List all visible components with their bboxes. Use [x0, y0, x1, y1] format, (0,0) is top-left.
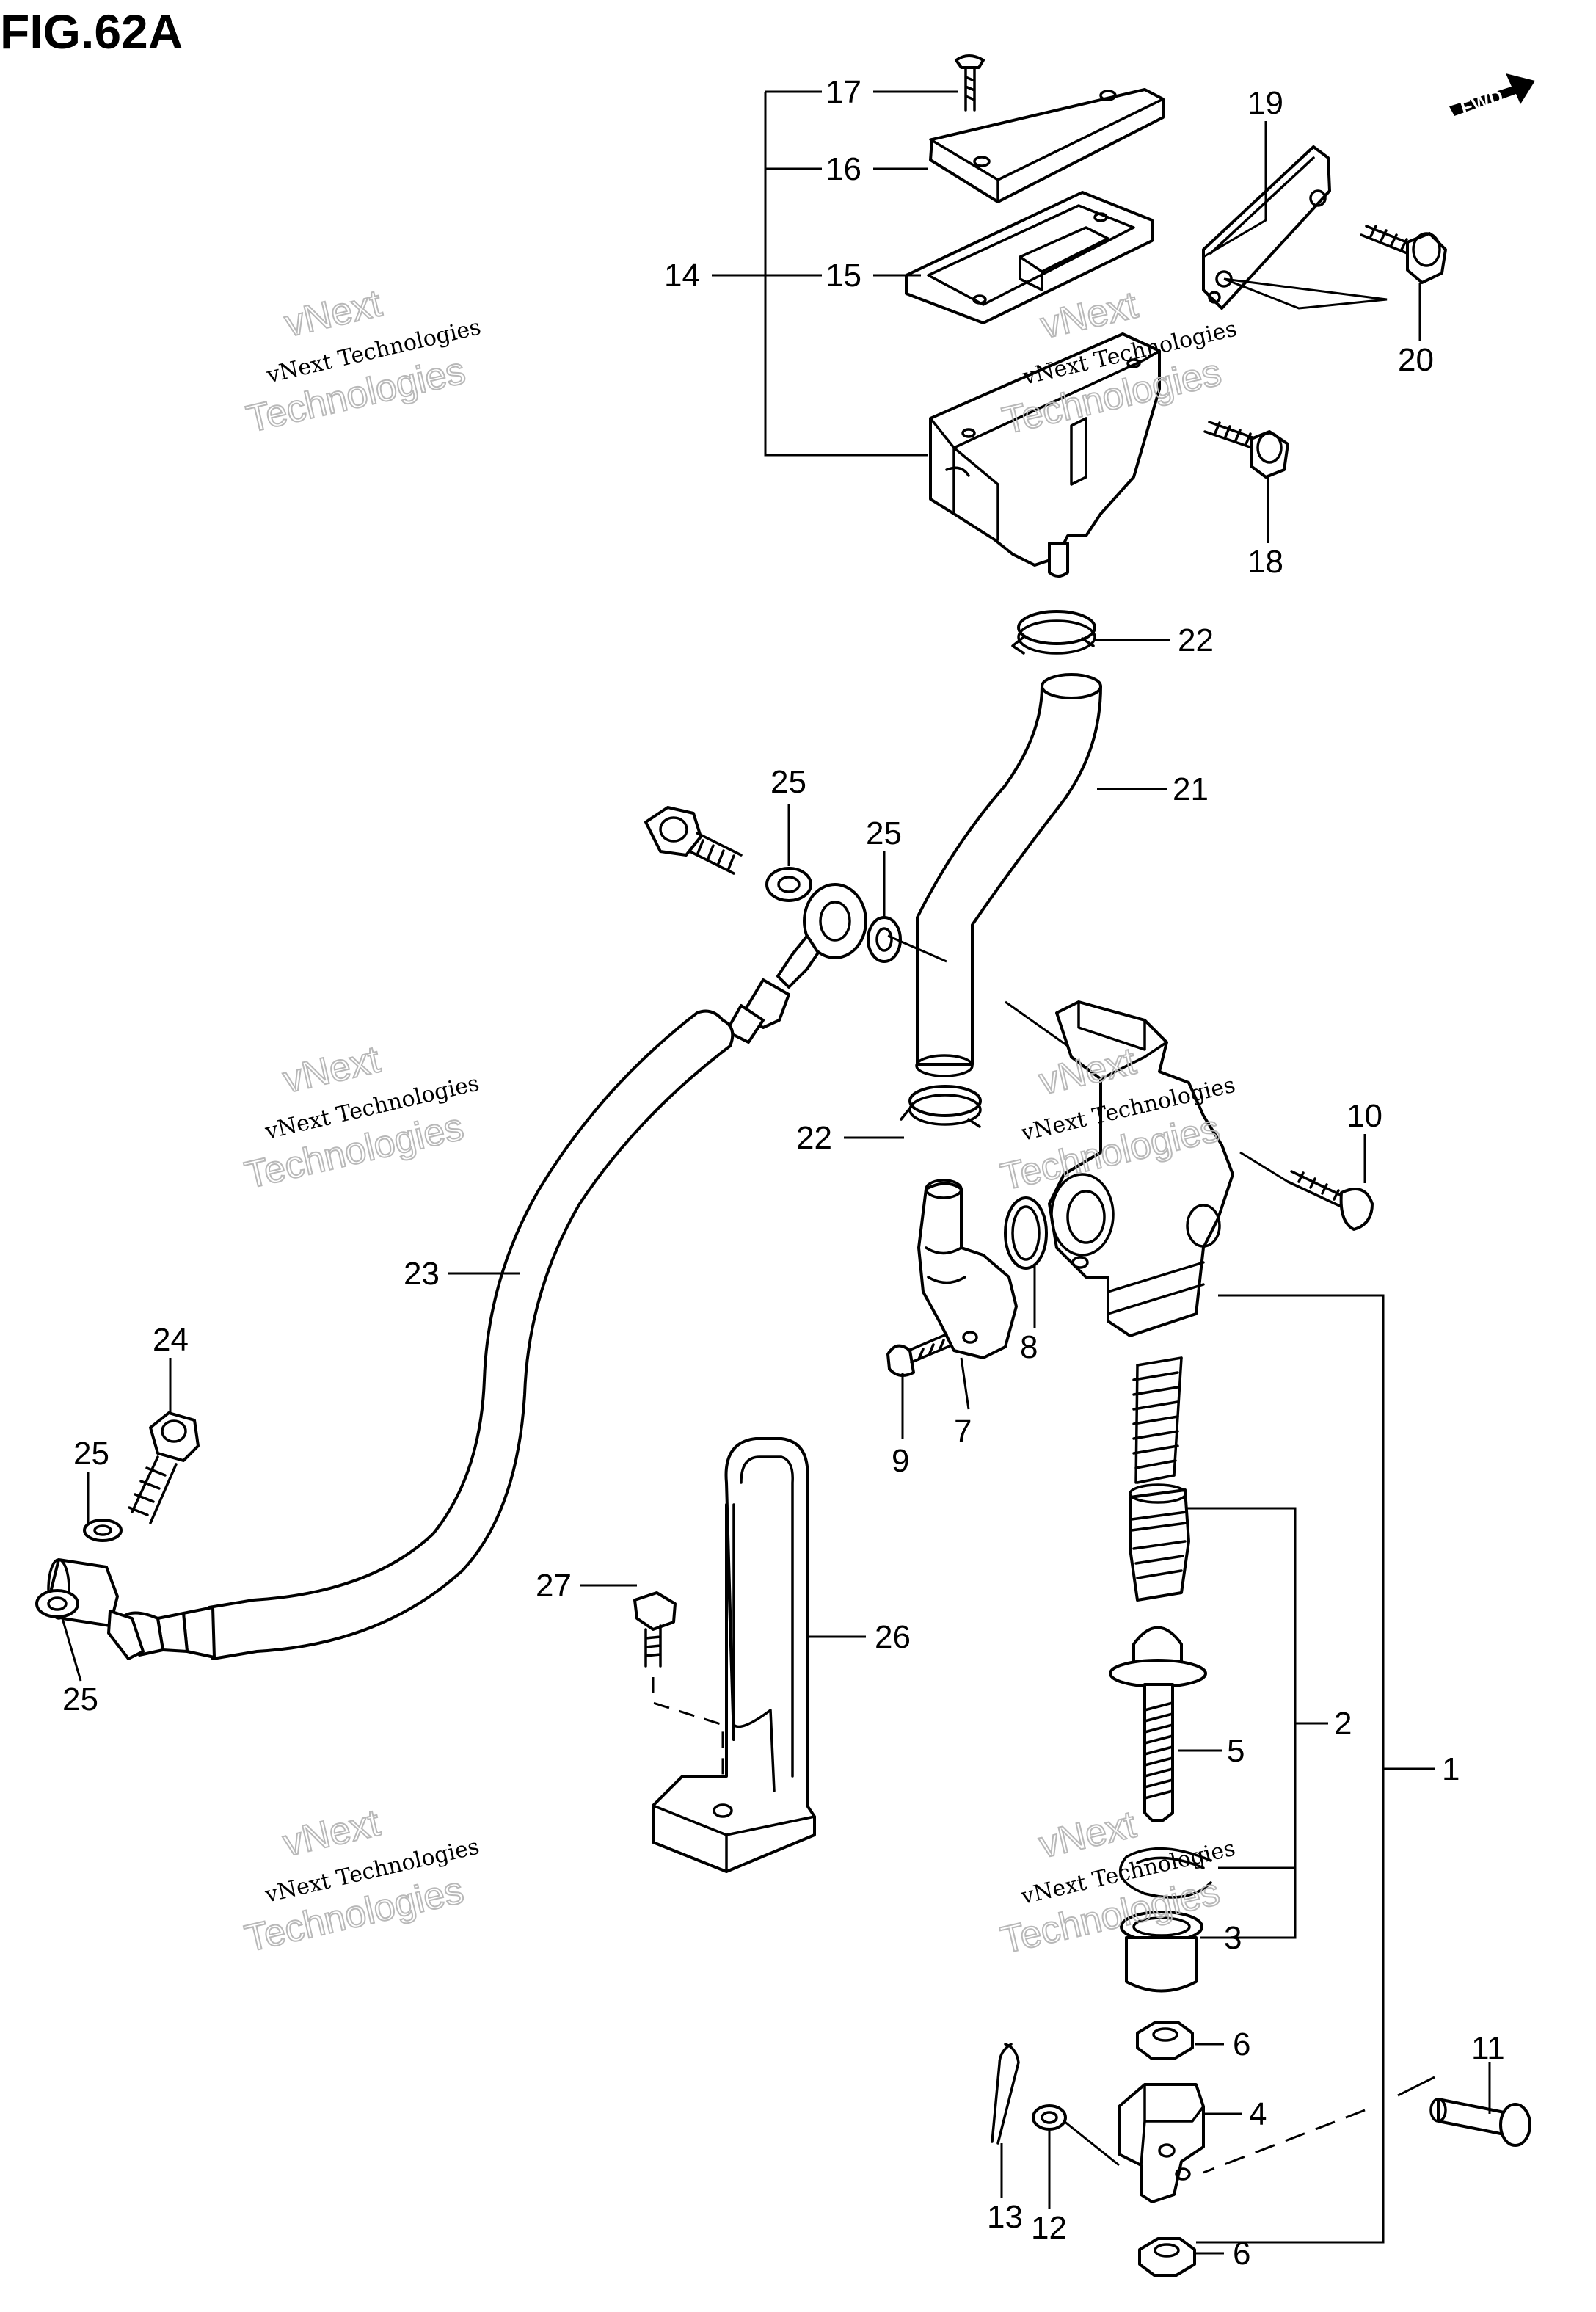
- svg-text:vNext: vNext: [1035, 1803, 1140, 1867]
- callout-5: 5: [1227, 1733, 1245, 1769]
- callout-1: 1: [1442, 1751, 1460, 1787]
- hose-guard: [652, 1437, 816, 1873]
- callout-17: 17: [826, 74, 861, 110]
- callout-7: 7: [954, 1414, 972, 1450]
- callout-12: 12: [1031, 2210, 1067, 2246]
- clevis-pin: [1429, 2098, 1531, 2147]
- lock-nut-lower: [1138, 2237, 1196, 2277]
- callout-9: 9: [892, 1443, 909, 1479]
- callout-2: 2: [1334, 1706, 1352, 1742]
- watermark-1: vNext vNext Technologies Technologies: [242, 281, 484, 442]
- callout-25-c: 25: [73, 1436, 109, 1472]
- banjo-bolt-lower: [128, 1411, 200, 1524]
- lock-nut-upper: [1136, 2021, 1194, 2060]
- callout-19: 19: [1247, 85, 1283, 121]
- cotter-pin: [991, 2043, 1020, 2145]
- hose-elbow-fitting: [917, 1179, 1018, 1359]
- master-cylinder-body: [1048, 1000, 1234, 1337]
- callout-24: 24: [153, 1322, 189, 1358]
- reservoir-mount-bolt: [1203, 421, 1289, 479]
- callout-labels: 17 16 15 14 19 20 18 22 21 25 25 22 10 2…: [62, 74, 1505, 2272]
- reservoir-diaphragm: [905, 191, 1154, 324]
- hose-clamp-upper: [1011, 610, 1096, 655]
- reservoir-hose: [915, 673, 1102, 1077]
- callout-25-a: 25: [770, 764, 806, 800]
- callout-22-upper: 22: [1178, 622, 1214, 658]
- sealing-washer-a: [765, 867, 812, 902]
- cylinder-mount-bolt: [1286, 1170, 1374, 1231]
- leader-lines: [61, 90, 1491, 2255]
- svg-text:vNext: vNext: [281, 282, 386, 346]
- callout-6-upper: 6: [1233, 2026, 1250, 2062]
- svg-text:vNext: vNext: [279, 1801, 384, 1865]
- guard-screw: [633, 1591, 677, 1668]
- callout-27: 27: [536, 1568, 572, 1604]
- callout-23: 23: [404, 1256, 440, 1292]
- washer: [1032, 2104, 1067, 2131]
- forward-arrow-icon: FWD: [1449, 73, 1535, 120]
- banjo-bolt-upper: [644, 806, 743, 875]
- o-ring: [1004, 1196, 1048, 1270]
- piston-assembly: [1129, 1483, 1190, 1602]
- reservoir-cap-screw: [955, 54, 985, 112]
- clevis: [1118, 2083, 1205, 2203]
- banjo-fitting-upper: [776, 883, 867, 989]
- bracket-bolt: [1360, 225, 1447, 284]
- callout-6-lower: 6: [1233, 2236, 1250, 2272]
- sealing-washer-d: [35, 1589, 79, 1618]
- callout-22-lower: 22: [796, 1120, 832, 1156]
- fwd-label: FWD: [1458, 85, 1506, 120]
- callout-21: 21: [1173, 771, 1209, 807]
- callout-8: 8: [1020, 1329, 1038, 1365]
- watermark-6: vNext vNext Technologies Technologies: [996, 1803, 1238, 1963]
- callout-11: 11: [1471, 2030, 1505, 2066]
- svg-text:vNext: vNext: [279, 1038, 384, 1102]
- callout-3: 3: [1224, 1920, 1242, 1956]
- callout-13: 13: [987, 2199, 1023, 2235]
- reservoir-body: [929, 332, 1161, 578]
- fitting-screw: [886, 1333, 951, 1377]
- sealing-washer-c: [83, 1519, 123, 1542]
- push-rod: [1109, 1626, 1207, 1822]
- watermark-3: vNext vNext Technologies Technologies: [240, 1037, 481, 1198]
- callout-18: 18: [1247, 544, 1283, 580]
- callout-16: 16: [826, 151, 861, 187]
- callout-25-d: 25: [62, 1682, 98, 1717]
- callout-26: 26: [875, 1619, 911, 1655]
- figure-title: FIG.62A: [0, 4, 183, 59]
- snap-ring: [1118, 1847, 1212, 1899]
- callout-25-b: 25: [866, 815, 902, 851]
- return-spring: [1132, 1356, 1183, 1484]
- callout-15: 15: [826, 258, 861, 294]
- callout-14: 14: [664, 258, 700, 294]
- rubber-boot: [1120, 1911, 1203, 1993]
- watermark-5: vNext vNext Technologies Technologies: [240, 1800, 481, 1961]
- callout-10: 10: [1347, 1098, 1382, 1134]
- callout-4: 4: [1249, 2096, 1267, 2132]
- reservoir-cap: [929, 88, 1165, 203]
- hose-clamp-lower: [900, 1085, 982, 1128]
- callout-20: 20: [1398, 342, 1434, 378]
